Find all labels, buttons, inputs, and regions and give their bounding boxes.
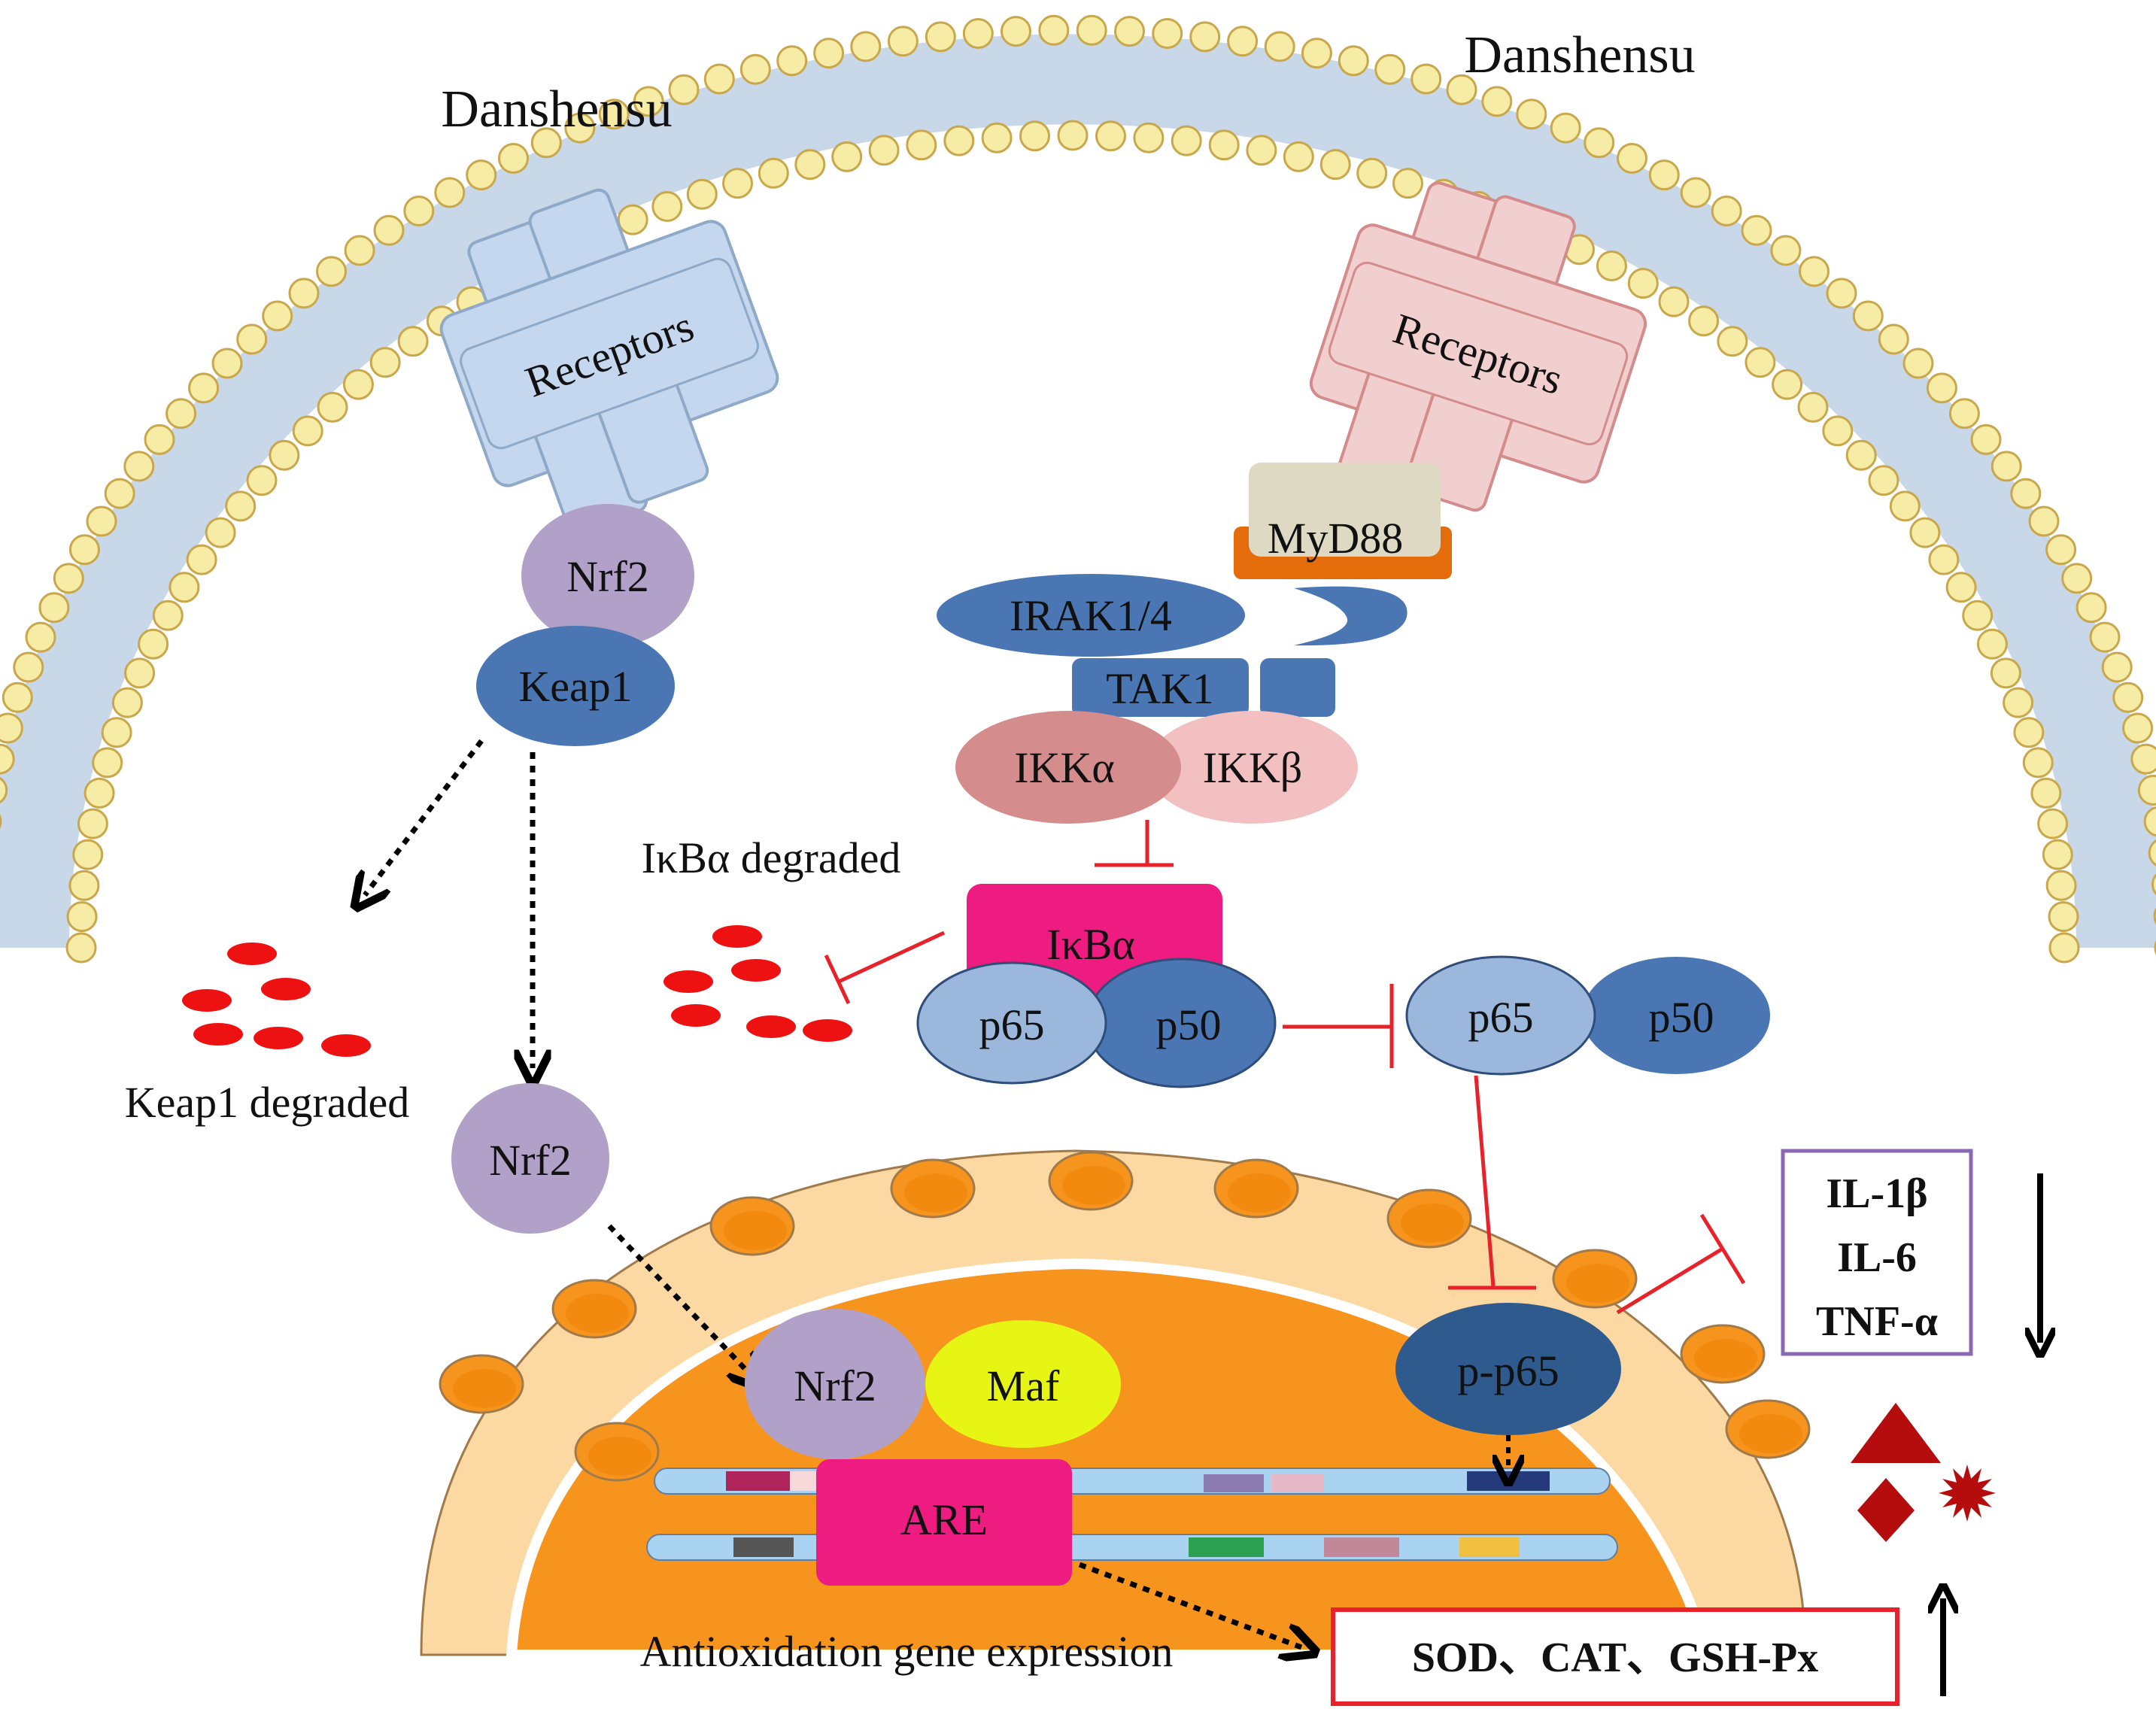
cytokine-item: IL-1β xyxy=(1826,1170,1927,1217)
burst-icon xyxy=(1939,1465,1996,1522)
enzymes-label: SOD、CAT、GSH-Px xyxy=(1412,1635,1818,1681)
diamond-icon xyxy=(1857,1478,1915,1542)
irak-label: IRAK1/4 xyxy=(1010,591,1172,640)
ikba-label: IκBα xyxy=(1046,920,1135,969)
keap1-degradation-arrow xyxy=(365,741,481,895)
tak1-label: TAK1 xyxy=(1106,664,1214,713)
irak-partner-crescent xyxy=(1294,587,1407,645)
complex-inhibit-release xyxy=(1283,984,1392,1068)
keap1-label: Keap1 xyxy=(518,662,632,711)
p65-bound-label: p65 xyxy=(979,1000,1045,1049)
ikka-label: IKKα xyxy=(1014,743,1114,792)
ligand-right: Danshensu xyxy=(1464,26,1695,84)
ikba-degraded-fragments xyxy=(664,925,852,1042)
p50-free-label: p50 xyxy=(1649,993,1714,1042)
are-label: ARE xyxy=(900,1495,988,1544)
keap1-degraded-fragments xyxy=(182,942,371,1057)
cytokine-item: IL-6 xyxy=(1837,1234,1917,1281)
keap1-degraded-label: Keap1 degraded xyxy=(125,1078,409,1127)
ligand-left: Danshensu xyxy=(441,80,672,138)
triangle-icon xyxy=(1851,1403,1941,1463)
tak1-partner-box xyxy=(1260,658,1335,717)
nrf2-nucleus-label: Nrf2 xyxy=(794,1361,876,1410)
ikk-inhibit-ikba xyxy=(1095,820,1174,865)
p50-bound-label: p50 xyxy=(1156,1000,1222,1049)
ikkb-label: IKKβ xyxy=(1203,743,1303,792)
p65-free-label: p65 xyxy=(1468,993,1534,1042)
pp65-label: p-p65 xyxy=(1457,1346,1559,1395)
nrf2-label: Nrf2 xyxy=(566,552,649,601)
antioxidation-label: Antioxidation gene expression xyxy=(640,1627,1174,1676)
cytokine-item: TNF-α xyxy=(1816,1298,1938,1345)
nrf2-free-label: Nrf2 xyxy=(489,1136,572,1185)
ikba-degradation-inhibit xyxy=(826,933,944,1003)
maf-label: Maf xyxy=(987,1361,1060,1410)
ikba-degraded-label: IκBα degraded xyxy=(642,833,901,882)
pp65-inhibit-cytokines xyxy=(1617,1215,1744,1313)
myd88-label: MyD88 xyxy=(1268,514,1403,563)
